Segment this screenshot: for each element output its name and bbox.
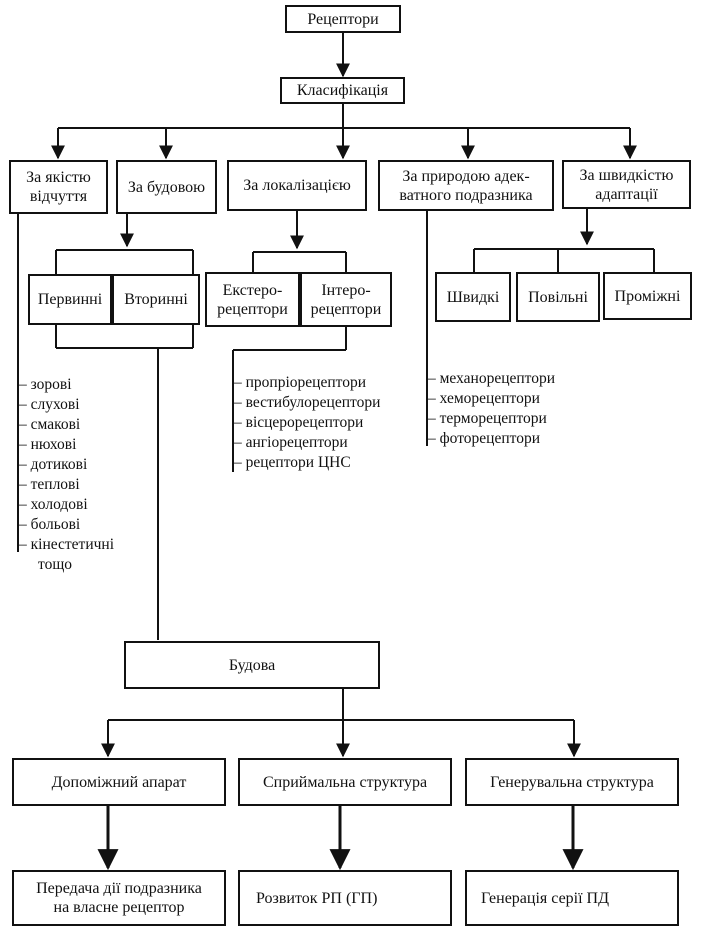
exteroreceptors-box: Екстеро- рецептори [205, 272, 300, 327]
primary-receptors-box: Первинні [28, 274, 112, 325]
nature-list: – механорецептори – хеморецептори – терм… [428, 369, 555, 449]
list-item: – терморецептори [428, 410, 547, 427]
list-item: – механорецептори [428, 370, 556, 387]
quality-list: – зорові – слухові – смакові – нюхові – … [19, 375, 114, 575]
generating-result-box: Генерація серії ПД [465, 870, 679, 926]
build-box: Будова [124, 641, 380, 689]
receptors-box: Рецептори [285, 5, 401, 33]
list-item: – хеморецептори [428, 390, 540, 407]
auxiliary-apparatus-box: Допоміжний апарат [12, 758, 226, 806]
category-structure: За будовою [116, 160, 217, 214]
auxiliary-result-box: Передача дії подразника на власне рецепт… [12, 870, 226, 926]
interoreceptors-list: – пропріорецептори – вестибулорецептори … [234, 373, 380, 473]
list-item: – теплові [19, 476, 80, 493]
category-localization: За локалізацією [227, 160, 367, 211]
category-quality: За якістю відчуття [9, 160, 108, 214]
list-item: – нюхові [19, 436, 77, 453]
receptive-result-box: Розвиток РП (ГП) [238, 870, 452, 926]
category-nature: За природою адек- ватного подразника [378, 160, 554, 211]
intermediate-adaptation-box: Проміжні [603, 272, 692, 320]
list-item: – слухові [19, 396, 80, 413]
receptive-structure-box: Сприймальна структура [238, 758, 452, 806]
list-item: – вісцерорецептори [234, 414, 364, 431]
list-item: – кінестетичні [19, 536, 115, 553]
secondary-receptors-box: Вторинні [112, 274, 200, 325]
list-item: тощо [38, 556, 73, 573]
slow-adaptation-box: Повільні [516, 272, 600, 322]
list-item: – пропріорецептори [234, 374, 366, 391]
list-item: – зорові [19, 376, 72, 393]
list-item: – фоторецептори [428, 430, 540, 447]
category-speed: За швидкістю адаптації [562, 160, 691, 209]
list-item: – ангіорецептори [234, 434, 348, 451]
list-item: – дотикові [19, 456, 88, 473]
generating-structure-box: Генерувальна структура [465, 758, 679, 806]
interoreceptors-box: Інтеро- рецептори [300, 272, 392, 327]
list-item: – смакові [19, 416, 81, 433]
list-item: – вестибулорецептори [234, 394, 381, 411]
list-item: – больові [19, 516, 81, 533]
classification-box: Класифікація [280, 77, 405, 104]
list-item: – рецептори ЦНС [234, 454, 351, 471]
fast-adaptation-box: Швидкі [435, 272, 511, 322]
list-item: – холодові [19, 496, 88, 513]
